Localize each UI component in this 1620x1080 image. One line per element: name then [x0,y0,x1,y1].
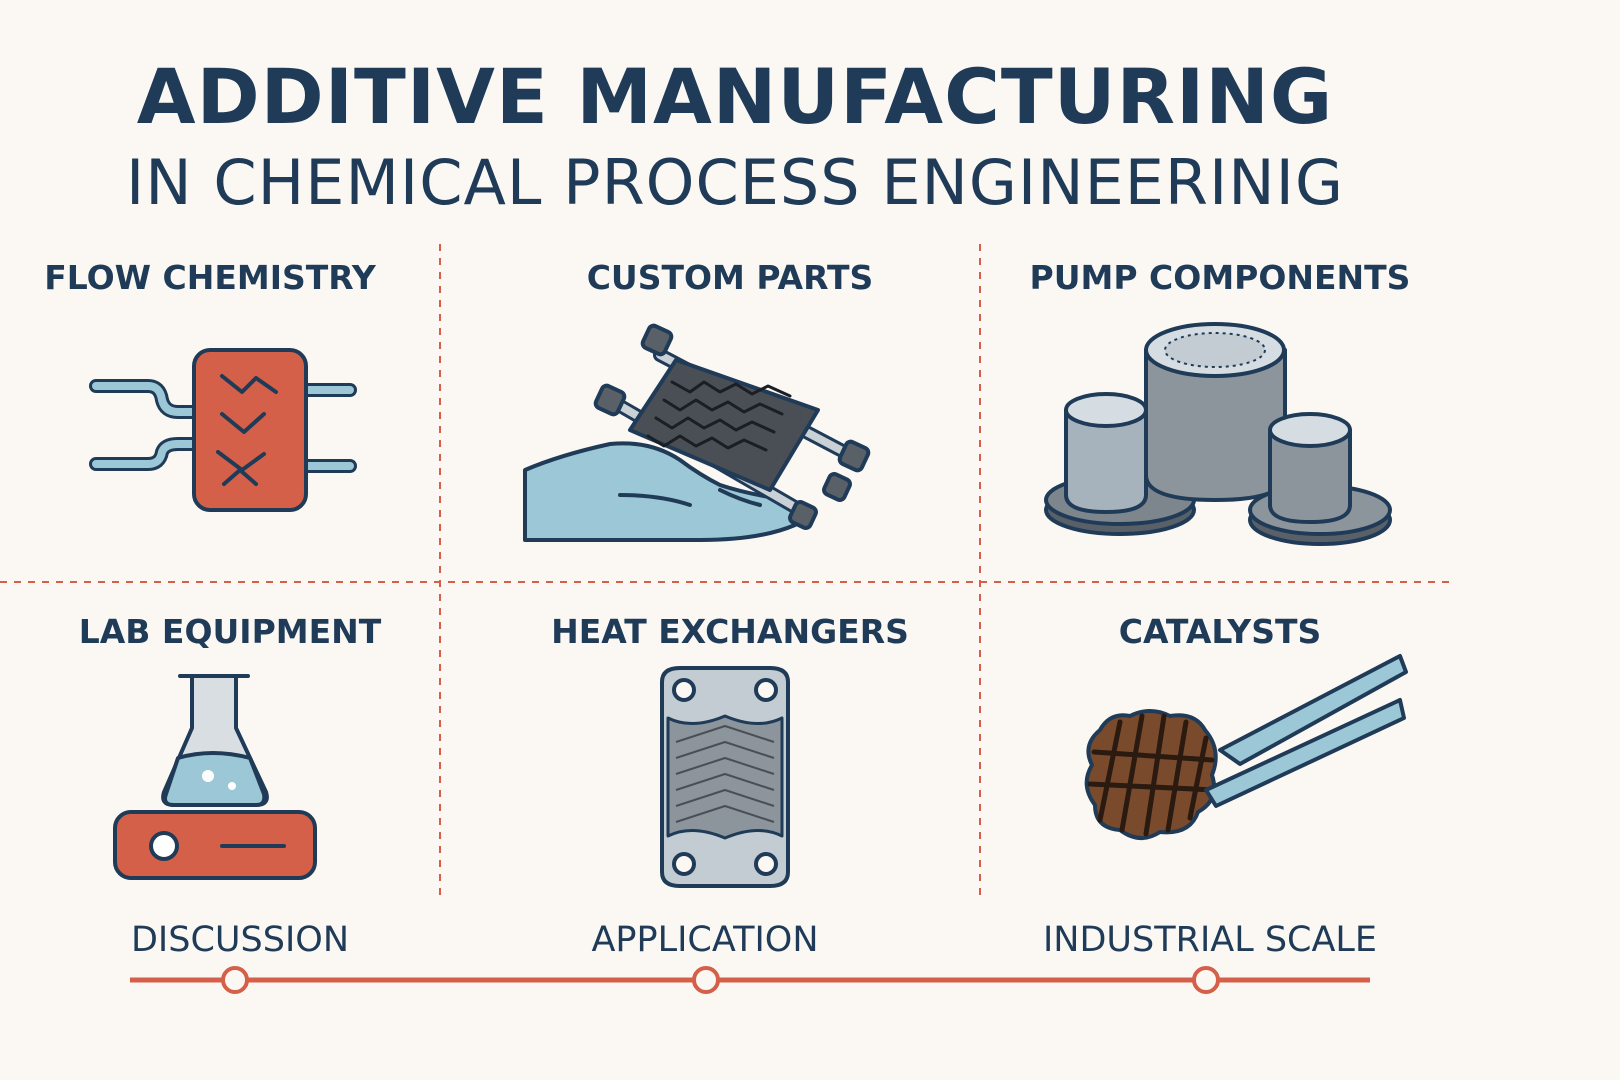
panel-label-lab-equipment: LAB EQUIPMENT [78,612,382,651]
flow-reactor-icon [89,348,357,512]
stage-discussion: DISCUSSION [130,920,350,960]
stage-application: APPLICATION [591,920,819,960]
timeline-marker-industrial-scale [1192,966,1220,994]
timeline-marker-discussion [221,966,249,994]
panel-label-pump-components: PUMP COMPONENTS [1029,258,1411,297]
panel-label-flow-chemistry: FLOW CHEMISTRY [44,258,376,297]
timeline [130,966,1370,994]
timeline-marker-application [692,966,720,994]
panel-label-custom-parts: CUSTOM PARTS [586,258,874,297]
title-line-2: IN CHEMICAL PROCESS ENGINEERINIG [125,146,1345,219]
panel-label-catalysts: CATALYSTS [1118,612,1322,651]
printed-part-in-hand-icon [523,323,871,542]
catalyst-with-tweezers-icon [1084,654,1408,840]
stage-industrial-scale: INDUSTRIAL SCALE [1042,920,1378,960]
flask-on-hotplate-icon [113,674,317,880]
panel-dividers [0,244,1450,895]
plate-heat-exchanger-icon [660,666,790,888]
pump-components-icon [1044,322,1392,546]
panel-label-heat-exchangers: HEAT EXCHANGERS [551,612,909,651]
title-line-1: ADDITIVE MANUFACTURING [136,52,1334,141]
